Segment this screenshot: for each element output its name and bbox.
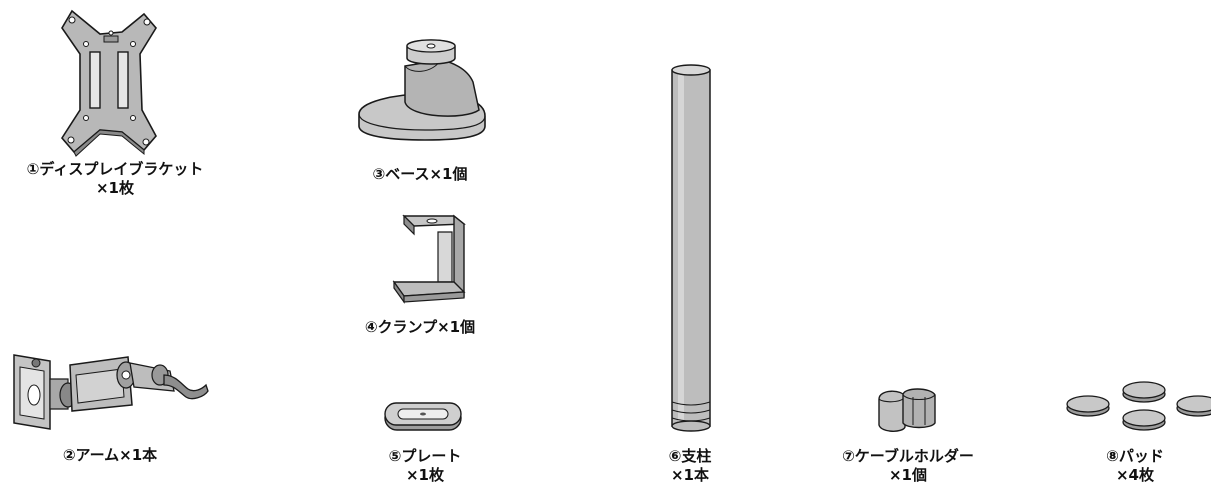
label-line-1: ⑥支柱 <box>668 447 712 465</box>
pad-disc-2 <box>1122 381 1166 403</box>
label-line-2: ×4枚 <box>1115 466 1154 484</box>
label-line-2: ×1枚 <box>95 179 134 197</box>
arm-icon <box>13 354 209 430</box>
label-line-1: ②アーム×1本 <box>62 446 158 464</box>
cable-holder-icon <box>878 388 936 432</box>
label-display-bracket: ①ディスプレイブラケット ×1枚 <box>20 160 210 198</box>
label-line-1: ①ディスプレイブラケット <box>26 160 204 178</box>
label-line-1: ⑦ケーブルホルダー <box>842 447 974 465</box>
pad-icon <box>1066 381 1211 431</box>
label-line-2: ×1枚 <box>405 466 444 484</box>
label-pole: ⑥支柱 ×1本 <box>630 447 750 485</box>
label-line-1: ⑧パッド <box>1106 447 1164 465</box>
label-line-1: ③ベース×1個 <box>372 165 468 183</box>
label-pad: ⑧パッド ×4枚 <box>1075 447 1195 485</box>
pole-icon <box>671 64 711 432</box>
label-line-2: ×1本 <box>670 466 709 484</box>
pad-disc-1 <box>1066 395 1110 417</box>
label-line-1: ④クランプ×1個 <box>364 318 476 336</box>
label-clamp: ④クランプ×1個 <box>345 318 495 337</box>
pad-disc-3 <box>1122 409 1166 431</box>
label-base: ③ベース×1個 <box>350 165 490 184</box>
label-line-2: ×1個 <box>888 466 927 484</box>
label-line-1: ⑤プレート <box>388 447 462 465</box>
vesa-bracket-icon <box>61 9 157 157</box>
label-arm: ②アーム×1本 <box>40 446 180 465</box>
clamp-icon <box>392 214 466 304</box>
plate-icon <box>384 402 462 431</box>
pad-disc-4 <box>1176 395 1211 417</box>
label-plate: ⑤プレート ×1枚 <box>355 447 495 485</box>
label-cable-holder: ⑦ケーブルホルダー ×1個 <box>818 447 998 485</box>
base-icon <box>358 39 486 141</box>
